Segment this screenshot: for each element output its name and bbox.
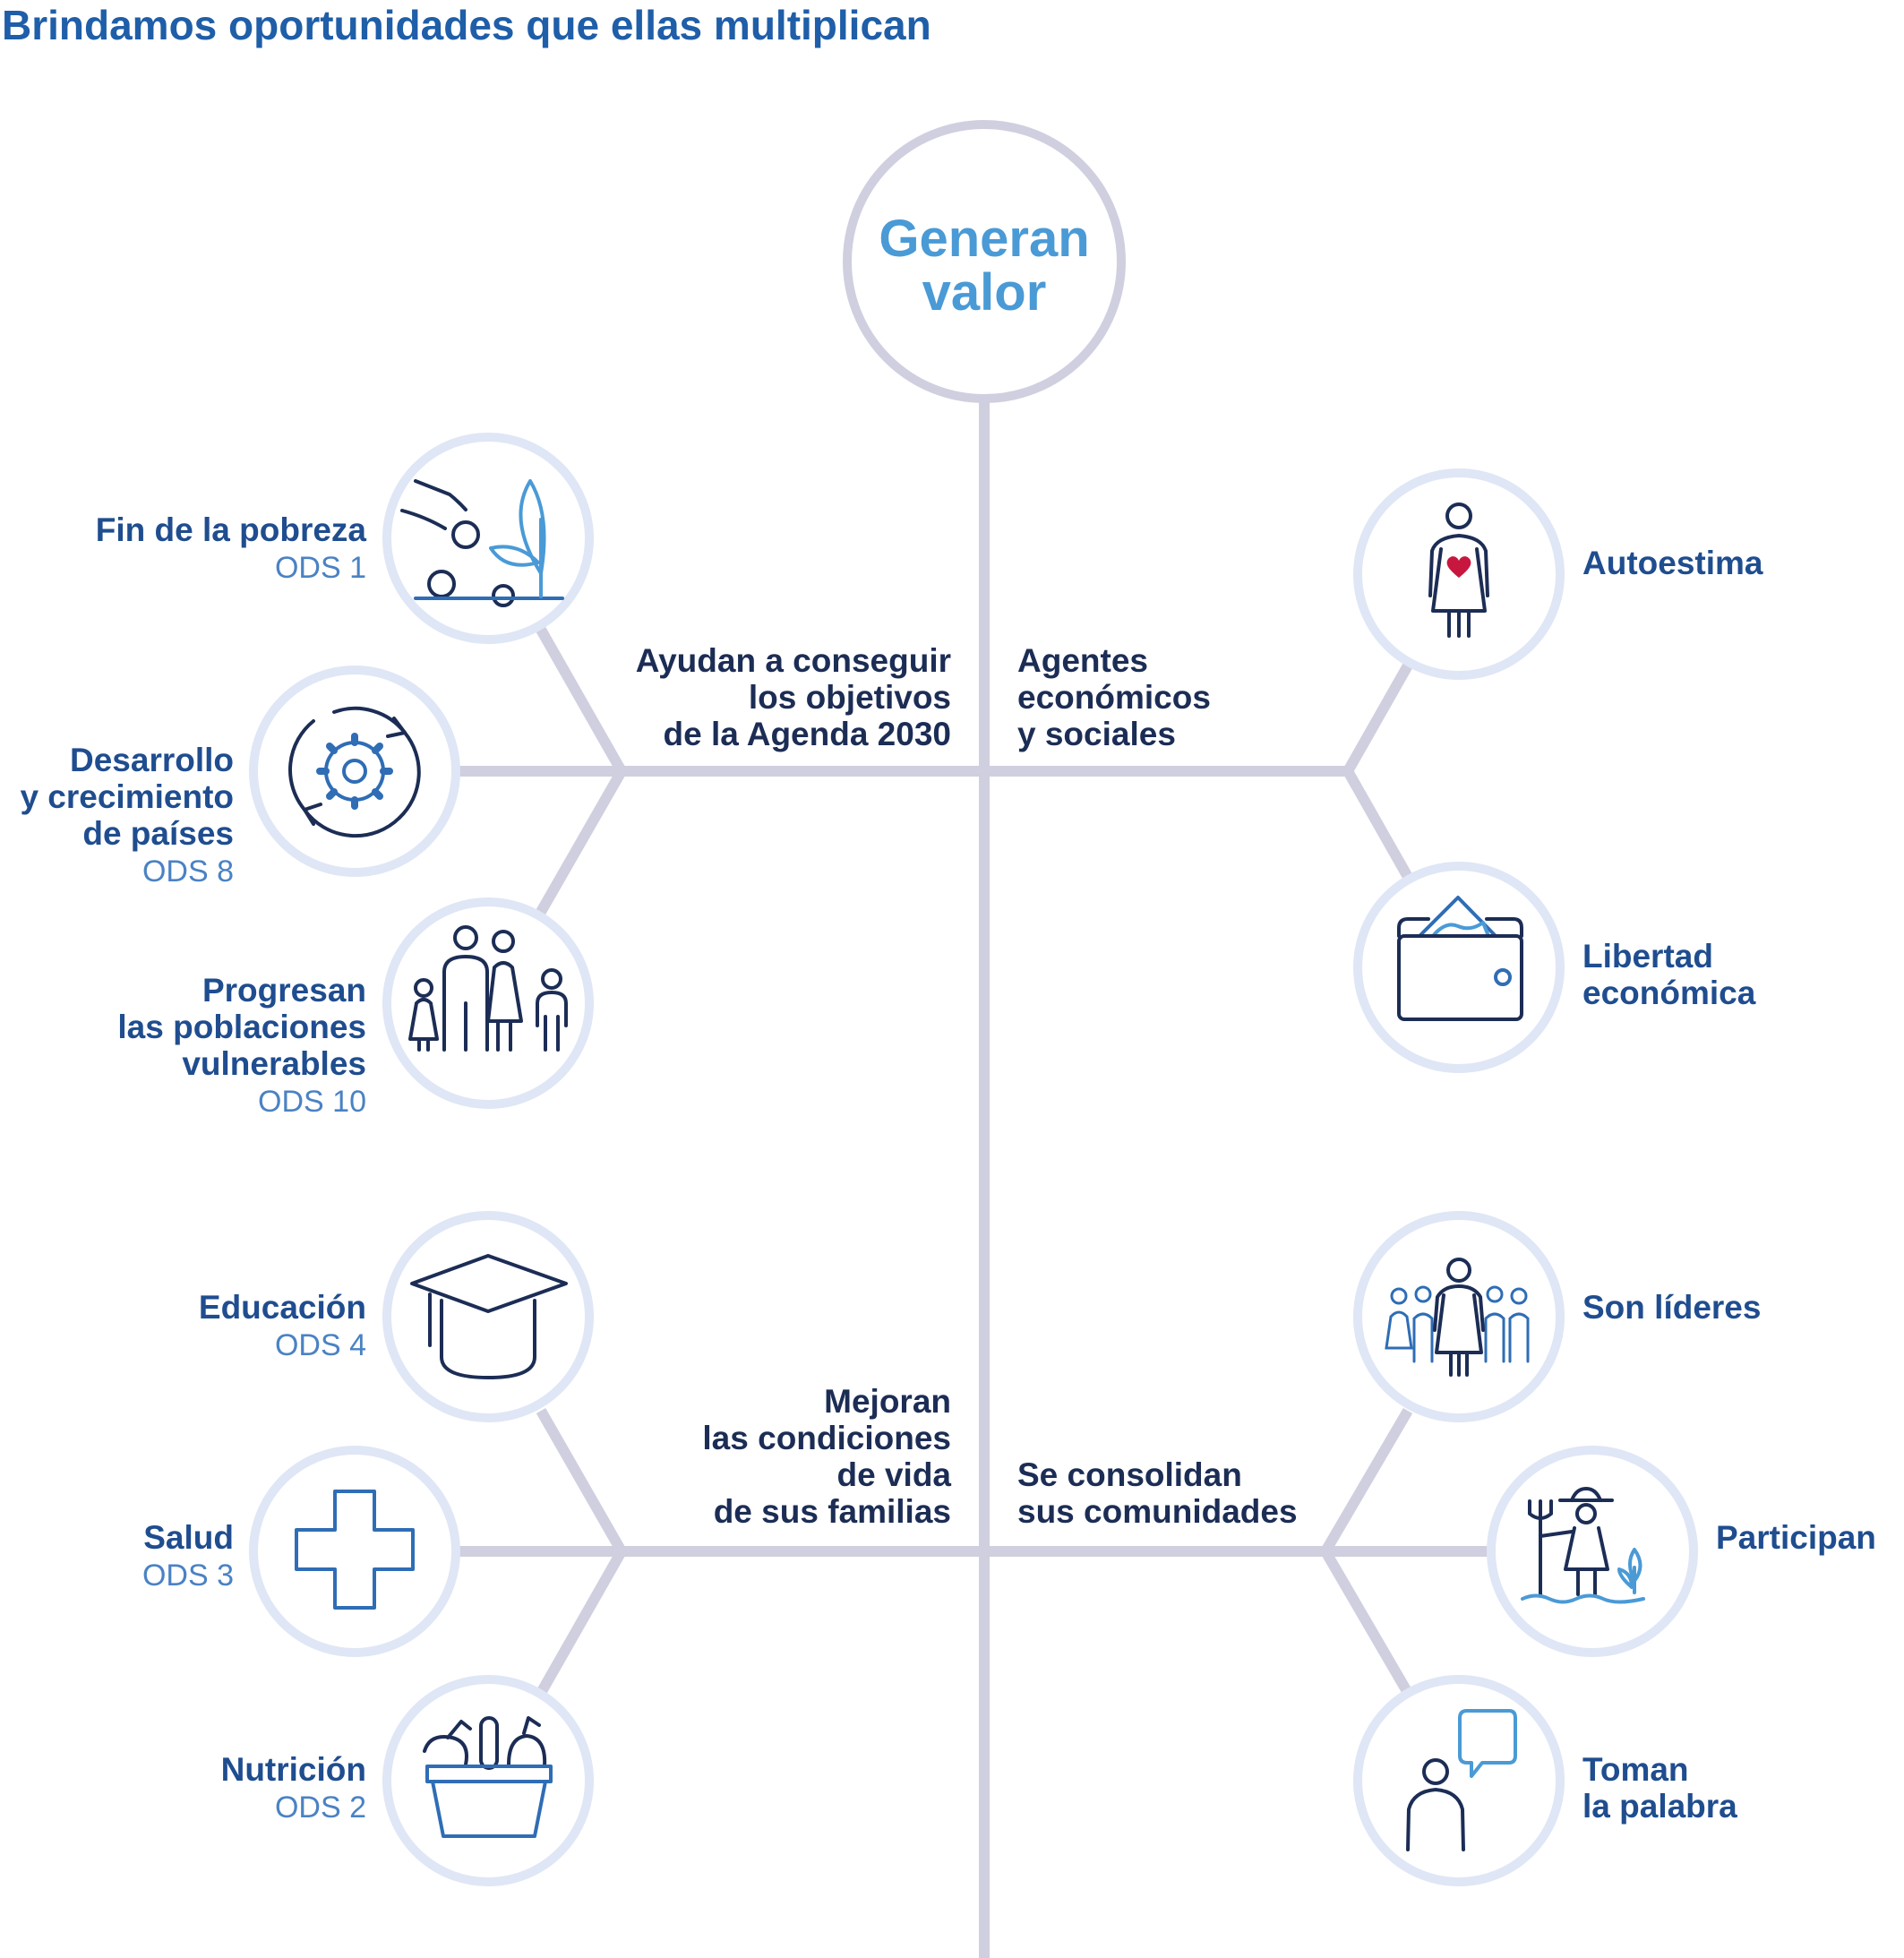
spoke-libertad	[1342, 769, 1413, 880]
hub-label-line-1: Generan	[879, 210, 1089, 268]
node-ods: ODS 10	[258, 1085, 366, 1119]
branch-label-line: económicos	[1017, 679, 1211, 716]
node-circle	[1353, 1211, 1565, 1422]
branch-label-line: los objetivos	[749, 679, 951, 716]
spoke-educacion	[536, 1408, 627, 1554]
family-icon	[408, 925, 568, 1052]
woman-heart-icon	[1428, 502, 1489, 638]
node-circle	[382, 1211, 594, 1422]
node-label-line: Libertad	[1582, 938, 1713, 975]
node-label-line: Participan	[1716, 1519, 1876, 1556]
node-label-line: Salud	[143, 1519, 234, 1556]
node-label-line: Desarrollo	[70, 742, 234, 778]
branch-label-line: Mejoran	[824, 1383, 951, 1420]
node-fin-pobreza: Fin de la pobreza ODS 1	[96, 433, 594, 644]
node-nutricion: Nutrición ODS 2	[221, 1675, 594, 1886]
branch-label-top-right: Agentes económicos y sociales	[1017, 642, 1211, 752]
health-cross-icon	[295, 1490, 415, 1610]
branch-label-top-left: Ayudan a conseguir los objetivos de la A…	[636, 642, 951, 752]
hub-label-line-2: valor	[922, 263, 1047, 322]
node-label-line: de países	[82, 815, 234, 852]
gear-cycle-icon	[287, 706, 421, 838]
branch-label-line: de la Agenda 2030	[664, 716, 952, 752]
hub-circle	[843, 120, 1126, 403]
wallet-icon	[1397, 896, 1523, 1021]
node-participan: Participan	[1487, 1446, 1876, 1657]
coin-plant-icon	[400, 479, 564, 607]
node-label-line: y crecimiento	[20, 778, 234, 815]
page-title: Brindamos oportunidades que ellas multip…	[2, 2, 931, 48]
node-circle	[1353, 1675, 1565, 1886]
node-ods: ODS 2	[275, 1791, 366, 1825]
node-label-line: Educación	[199, 1289, 366, 1326]
node-circle	[382, 433, 594, 644]
node-ods: ODS 1	[275, 551, 366, 585]
node-ods: ODS 8	[142, 854, 234, 889]
node-label-line: Son líderes	[1582, 1289, 1761, 1326]
node-circle	[249, 666, 460, 877]
branch-label-bottom-left: Mejoran las condiciones de vida de sus f…	[702, 1383, 951, 1530]
branch-label-line: Ayudan a conseguir	[636, 642, 951, 679]
spoke-progresan	[536, 769, 627, 915]
node-label-line: Progresan	[202, 972, 366, 1009]
node-label-line: las poblaciones	[117, 1009, 366, 1045]
branch-label-line: Se consolidan	[1017, 1456, 1242, 1493]
node-label-line: Autoestima	[1582, 545, 1763, 581]
node-educacion: Educación ODS 4	[199, 1211, 594, 1422]
node-label-line: económica	[1582, 975, 1756, 1011]
branch-label-line: las condiciones	[702, 1420, 951, 1456]
graduation-cap-icon	[410, 1254, 568, 1379]
spoke-fin-pobreza	[536, 627, 627, 774]
node-libertad: Libertad económica	[1353, 862, 1756, 1073]
hub-node: Generan valor	[843, 120, 1126, 403]
node-label-line: Nutrición	[221, 1751, 366, 1788]
spoke-toman	[1320, 1548, 1413, 1696]
node-label-line: la palabra	[1582, 1788, 1737, 1825]
spoke-nutricion	[536, 1549, 627, 1696]
speech-bubble-icon	[1406, 1709, 1517, 1851]
node-progresan: Progresan las poblaciones vulnerables OD…	[117, 897, 594, 1119]
node-toman-palabra: Toman la palabra	[1353, 1675, 1737, 1886]
node-label-line: Toman	[1582, 1751, 1689, 1788]
spoke-lideres	[1320, 1407, 1413, 1555]
branch-label-line: de vida	[837, 1456, 952, 1493]
spoke-autoestima	[1342, 663, 1413, 774]
node-salud: Salud ODS 3	[142, 1446, 460, 1657]
branch-label-bottom-right: Se consolidan sus comunidades	[1017, 1456, 1298, 1530]
connectors	[457, 394, 1491, 1958]
node-lideres: Son líderes	[1353, 1211, 1761, 1422]
branch-label-line: de sus familias	[714, 1493, 951, 1530]
node-circle	[249, 1446, 460, 1657]
leader-group-icon	[1385, 1258, 1530, 1377]
branch-label-line: Agentes	[1017, 642, 1148, 679]
node-ods: ODS 4	[275, 1328, 366, 1362]
node-autoestima: Autoestima	[1353, 468, 1763, 680]
food-basket-icon	[423, 1716, 553, 1838]
node-circle	[1487, 1446, 1698, 1657]
branch-label-line: sus comunidades	[1017, 1493, 1298, 1530]
node-label-line: Fin de la pobreza	[96, 511, 367, 548]
node-label-line: vulnerables	[182, 1045, 366, 1082]
node-desarrollo: Desarrollo y crecimiento de países ODS 8	[20, 666, 460, 889]
farmer-icon	[1521, 1487, 1645, 1604]
node-ods: ODS 3	[142, 1559, 234, 1593]
branch-label-line: y sociales	[1017, 716, 1176, 752]
